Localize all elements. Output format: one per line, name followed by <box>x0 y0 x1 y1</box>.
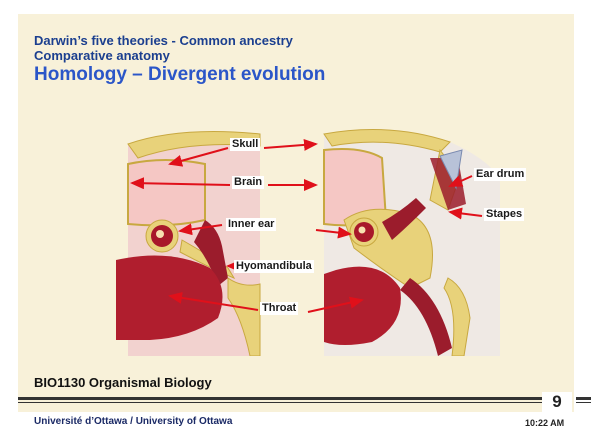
left-head-section <box>116 132 260 356</box>
label-ear-drum: Ear drum <box>474 168 526 181</box>
footer-rule-thick <box>18 397 548 400</box>
footer-rule-right-thin <box>576 402 591 403</box>
label-stapes: Stapes <box>484 208 524 221</box>
university-name: Université d’Ottawa / University of Otta… <box>34 416 232 427</box>
label-brain: Brain <box>232 176 264 189</box>
slide-time: 10:22 AM <box>525 418 564 428</box>
footer-rule-thin <box>18 402 548 403</box>
right-head-section <box>324 130 500 357</box>
label-hyomandibula: Hyomandibula <box>234 260 314 273</box>
label-skull: Skull <box>230 138 260 151</box>
slide-title: Homology – Divergent evolution <box>34 64 514 86</box>
title-line-1: Darwin’s five theories - Common ancestry <box>34 33 514 48</box>
title-block: Darwin’s five theories - Common ancestry… <box>34 33 514 86</box>
footer-rule-right-thick <box>576 397 591 400</box>
homology-figure: Skull Brain Inner ear Hyomandibula Throa… <box>110 128 546 356</box>
slide-number: 9 <box>542 392 572 412</box>
label-throat: Throat <box>260 302 298 315</box>
title-line-2: Comparative anatomy <box>34 48 514 63</box>
anatomy-illustration <box>110 128 546 356</box>
label-inner-ear: Inner ear <box>226 218 276 231</box>
course-name: BIO1130 Organismal Biology <box>34 375 212 390</box>
